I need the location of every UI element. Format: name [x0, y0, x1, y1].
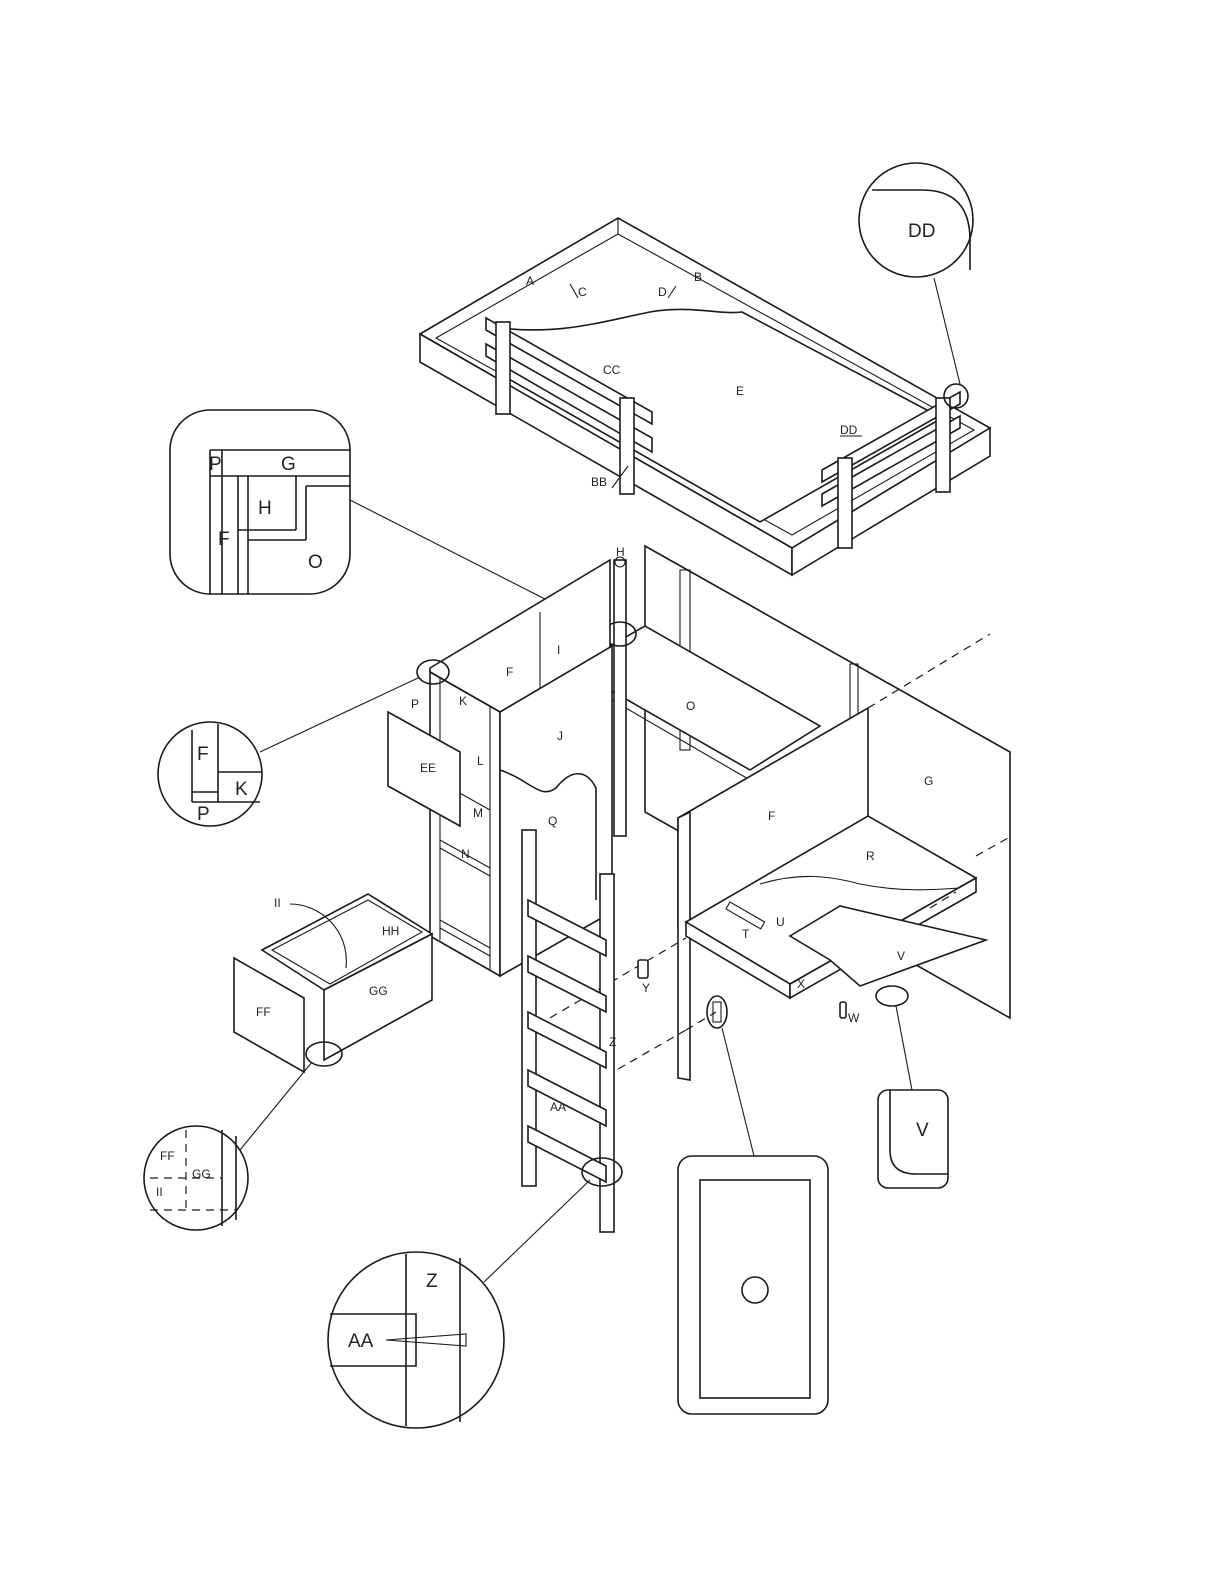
label-k: K	[459, 694, 467, 708]
callout-label-aa: AA	[348, 1331, 374, 1352]
callout-label-f: F	[218, 529, 230, 550]
callout-label-ff: FF	[160, 1149, 175, 1163]
label-y: Y	[642, 981, 650, 995]
detail-callout-ffgg: FF GG II	[143, 1061, 313, 1231]
label-f-left: F	[506, 665, 513, 679]
callout-label-k: K	[235, 779, 248, 800]
label-bb: BB	[591, 475, 607, 489]
detail-callout-v: V	[875, 985, 949, 1189]
label-v: V	[897, 949, 905, 963]
label-n: N	[461, 847, 470, 861]
callout-label-ii: II	[156, 1185, 163, 1199]
label-cc: CC	[603, 363, 621, 377]
callout-label-z: Z	[426, 1271, 438, 1292]
label-gg: GG	[369, 984, 388, 998]
label-f-right: F	[768, 809, 775, 823]
label-g: G	[924, 774, 933, 788]
label-u: U	[776, 915, 785, 929]
callout-label-g: G	[281, 454, 296, 475]
label-r: R	[866, 849, 875, 863]
bed-frame: DD A B C D E CC BB DD	[418, 162, 992, 577]
callout-label-f2: F	[197, 744, 209, 765]
label-a: A	[526, 274, 534, 288]
label-o: O	[686, 699, 695, 713]
callout-label-p2: P	[197, 804, 210, 825]
label-b: B	[694, 270, 702, 284]
ladder: Z AA	[521, 829, 623, 1233]
detail-callout-fkp: F K P	[157, 677, 419, 827]
label-w: W	[848, 1011, 860, 1025]
label-ee: EE	[420, 761, 436, 775]
label-aa: AA	[550, 1100, 566, 1114]
callout-label-p: P	[209, 454, 222, 475]
label-d: D	[658, 285, 667, 299]
label-m: M	[473, 806, 483, 820]
label-c: C	[578, 285, 587, 299]
label-ii: II	[274, 896, 281, 910]
main-structure: H F I O K P J L M N Q F G R T U V X Y W …	[387, 544, 1011, 1081]
label-ff: FF	[256, 1005, 271, 1019]
detail-callout-handle	[677, 1027, 829, 1415]
label-hh: HH	[382, 924, 399, 938]
storage-drawer: II HH GG FF	[233, 893, 434, 1074]
detail-callout-dd	[858, 162, 974, 278]
callout-label-h: H	[258, 498, 272, 519]
label-z: Z	[609, 1035, 616, 1049]
callout-label-v: V	[916, 1120, 929, 1141]
label-p: P	[411, 697, 419, 711]
callout-label-dd: DD	[908, 221, 935, 242]
label-x: X	[797, 977, 805, 991]
label-q: Q	[548, 814, 557, 828]
detail-callout-corner: P G H F O	[169, 409, 611, 633]
label-e: E	[736, 384, 744, 398]
label-t: T	[742, 927, 750, 941]
callout-label-o: O	[308, 552, 323, 573]
label-dd: DD	[840, 423, 858, 437]
label-j: J	[557, 729, 563, 743]
label-l: L	[477, 754, 484, 768]
label-i: I	[557, 643, 560, 657]
detail-callout-aaz: AA Z	[327, 1179, 591, 1429]
label-h: H	[616, 545, 625, 559]
callout-label-gg: GG	[192, 1167, 211, 1181]
